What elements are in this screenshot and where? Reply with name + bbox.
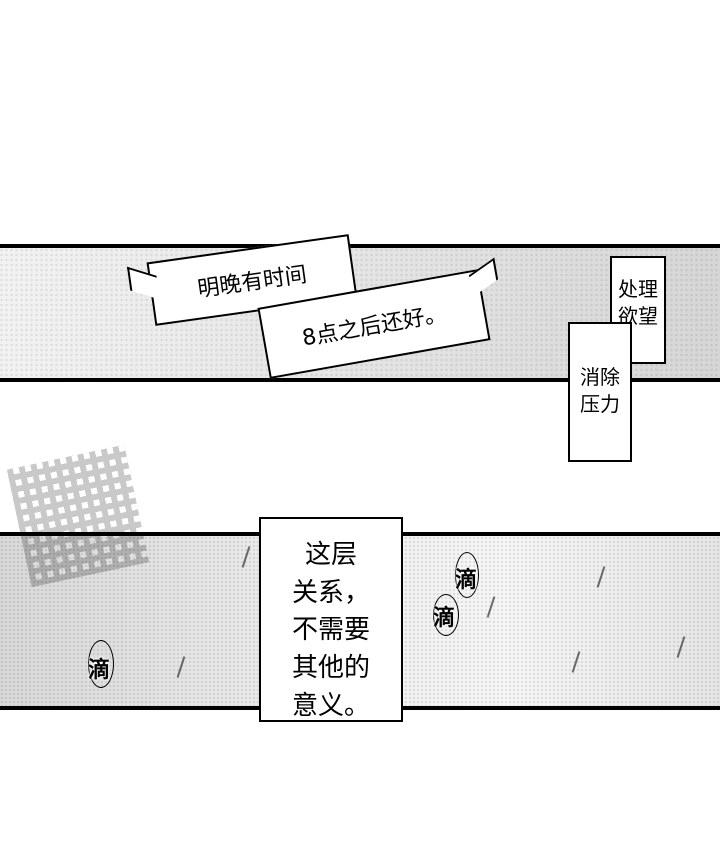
rain-streak bbox=[596, 566, 606, 588]
rain-streak bbox=[571, 651, 581, 673]
bubble-text: 明晚有时间 bbox=[196, 262, 309, 303]
sfx-ring bbox=[455, 552, 479, 598]
narration-line: 压力 bbox=[580, 392, 620, 416]
narration-line: 关系， bbox=[291, 577, 370, 608]
narration-box-meaning: 这层 关系， 不需要 其他的 意义。 bbox=[259, 517, 403, 722]
narration-line: 意义。 bbox=[291, 690, 370, 721]
narration-line: 消除 bbox=[580, 365, 620, 389]
rain-streak bbox=[176, 656, 186, 678]
sfx-ring bbox=[433, 594, 459, 636]
sfx-drip: 滴 bbox=[433, 606, 456, 631]
sfx-drip: 滴 bbox=[88, 658, 111, 683]
narration-line: 处理 bbox=[618, 277, 658, 301]
narration-box-relieve-stress: 消除 压力 bbox=[568, 322, 632, 462]
narration-line: 这层 bbox=[304, 540, 357, 570]
narration-line: 不需要 bbox=[291, 615, 370, 646]
rain-streak bbox=[676, 636, 686, 658]
narration-line: 其他的 bbox=[291, 653, 370, 684]
sfx-drip: 滴 bbox=[455, 568, 478, 593]
rain-streak bbox=[486, 596, 496, 618]
bubble-text: 8点之后还好。 bbox=[300, 301, 449, 352]
sfx-ring bbox=[88, 640, 114, 688]
rain-streak bbox=[241, 546, 251, 568]
